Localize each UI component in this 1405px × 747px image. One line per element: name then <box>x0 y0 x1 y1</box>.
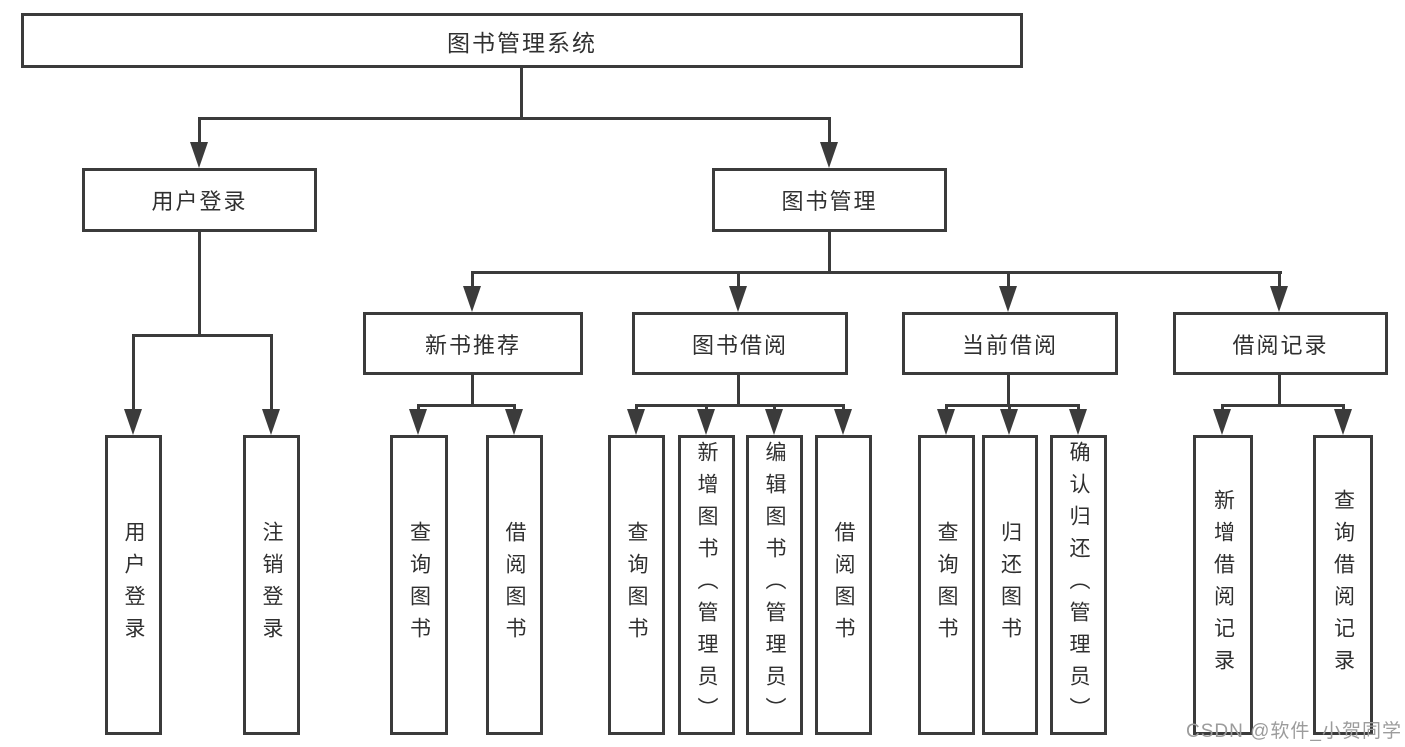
connector-line <box>471 375 474 406</box>
node-user-login-label: 用户登录 <box>151 189 248 214</box>
connector-line <box>198 117 831 120</box>
connector-line <box>520 68 523 117</box>
arrow-down-icon <box>262 409 280 435</box>
leaf-recommend-borrow-book: 借阅图书 <box>486 435 543 735</box>
node-root: 图书管理系统 <box>21 13 1023 68</box>
connector-line <box>1221 404 1345 407</box>
connector-line <box>417 404 516 407</box>
node-root-label: 图书管理系统 <box>447 29 597 56</box>
leaf-query-borrow-record: 查询借阅记录 <box>1313 435 1373 735</box>
connector-line <box>945 404 1080 407</box>
leaf-add-book-admin: 新增图书（管理员） <box>678 435 735 735</box>
connector-line <box>132 334 273 337</box>
leaf-logout: 注销登录 <box>243 435 300 735</box>
node-current-borrow-label: 当前借阅 <box>961 332 1058 358</box>
leaf-current-query-book-label: 查询图书 <box>935 521 958 649</box>
leaf-current-query-book: 查询图书 <box>918 435 975 735</box>
arrow-down-icon <box>1069 409 1087 435</box>
leaf-logout-label: 注销登录 <box>260 521 283 649</box>
node-borrow-records: 借阅记录 <box>1173 312 1388 375</box>
leaf-confirm-return-admin: 确认归还（管理员） <box>1050 435 1107 735</box>
watermark-text: CSDN @软件_小贺同学 <box>1186 721 1402 742</box>
connector-line <box>198 232 201 334</box>
arrow-down-icon <box>1334 409 1352 435</box>
connector-line <box>471 271 474 290</box>
arrow-down-icon <box>1270 286 1288 312</box>
arrow-down-icon <box>820 142 838 168</box>
connector-line <box>198 117 201 147</box>
connector-line <box>1278 375 1281 406</box>
node-borrow-records-label: 借阅记录 <box>1232 332 1329 358</box>
leaf-recommend-query-book: 查询图书 <box>390 435 448 735</box>
connector-line <box>635 404 845 407</box>
arrow-down-icon <box>729 286 747 312</box>
arrow-down-icon <box>505 409 523 435</box>
node-book-borrow-label: 图书借阅 <box>691 332 788 358</box>
connector-line <box>737 375 740 406</box>
arrow-down-icon <box>1213 409 1231 435</box>
node-book-borrow: 图书借阅 <box>632 312 848 375</box>
leaf-edit-book-admin: 编辑图书（管理员） <box>746 435 803 735</box>
leaf-user-login: 用户登录 <box>105 435 162 735</box>
arrow-down-icon <box>697 409 715 435</box>
leaf-recommend-borrow-book-label: 借阅图书 <box>503 521 526 649</box>
leaf-user-login-label: 用户登录 <box>122 521 145 649</box>
leaf-borrow-book: 借阅图书 <box>815 435 872 735</box>
leaf-borrow-query-book: 查询图书 <box>608 435 665 735</box>
arrow-down-icon <box>627 409 645 435</box>
leaf-edit-book-admin-label: 编辑图书（管理员） <box>763 441 786 729</box>
node-user-login: 用户登录 <box>82 168 317 232</box>
leaf-borrow-query-book-label: 查询图书 <box>625 521 648 649</box>
connector-line <box>132 334 135 412</box>
leaf-query-borrow-record-label: 查询借阅记录 <box>1331 489 1355 681</box>
leaf-add-book-admin-label: 新增图书（管理员） <box>695 441 718 729</box>
leaf-return-book-label: 归还图书 <box>998 521 1022 649</box>
connector-line <box>1278 271 1281 290</box>
connector-line <box>828 117 831 147</box>
node-book-management-label: 图书管理 <box>781 189 878 214</box>
node-new-book-recommend-label: 新书推荐 <box>424 332 521 358</box>
arrow-down-icon <box>999 286 1017 312</box>
arrow-down-icon <box>1000 409 1018 435</box>
connector-line <box>1007 375 1010 406</box>
arrow-down-icon <box>190 142 208 168</box>
node-book-management: 图书管理 <box>712 168 947 232</box>
leaf-add-borrow-record: 新增借阅记录 <box>1193 435 1253 735</box>
leaf-recommend-query-book-label: 查询图书 <box>407 521 431 649</box>
leaf-borrow-book-label: 借阅图书 <box>832 521 855 649</box>
arrow-down-icon <box>409 409 427 435</box>
leaf-add-borrow-record-label: 新增借阅记录 <box>1211 489 1235 681</box>
arrow-down-icon <box>937 409 955 435</box>
arrow-down-icon <box>463 286 481 312</box>
arrow-down-icon <box>765 409 783 435</box>
connector-line <box>828 232 831 274</box>
leaf-confirm-return-admin-label: 确认归还（管理员） <box>1067 441 1090 729</box>
connector-line <box>270 334 273 412</box>
node-new-book-recommend: 新书推荐 <box>363 312 583 375</box>
arrow-down-icon <box>124 409 142 435</box>
connector-line <box>1007 271 1010 290</box>
leaf-return-book: 归还图书 <box>982 435 1038 735</box>
connector-line <box>471 271 1282 274</box>
node-current-borrow: 当前借阅 <box>902 312 1118 375</box>
arrow-down-icon <box>834 409 852 435</box>
connector-line <box>737 271 740 290</box>
